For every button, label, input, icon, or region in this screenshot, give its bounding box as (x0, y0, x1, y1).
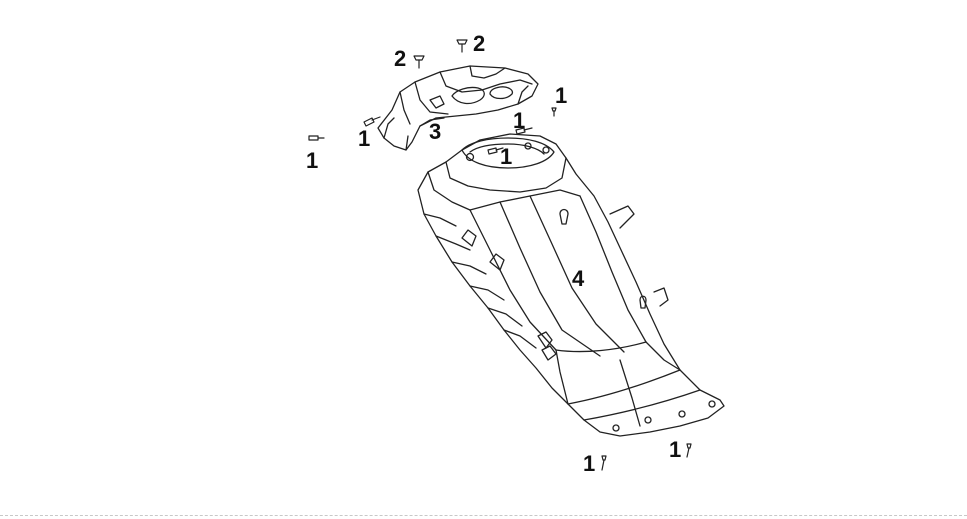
inner-fender-part (417, 133, 725, 437)
callout-1-collar-top: 1 (513, 108, 526, 133)
callout-1-left: 1 (306, 148, 319, 173)
callout-1-collar-inner: 1 (500, 144, 513, 169)
callout-2-right: 2 (473, 31, 486, 56)
callout-1-cover-left: 1 (358, 126, 371, 151)
callout-3: 3 (429, 119, 442, 144)
callout-2-left: 2 (394, 46, 407, 71)
bottom-divider (0, 515, 967, 516)
callout-4: 4 (572, 266, 585, 291)
callout-1-bottom-left: 1 (583, 451, 596, 476)
upper-cover-part (377, 65, 539, 151)
callout-1-cover-right: 1 (555, 83, 568, 108)
callout-1-bottom-right: 1 (669, 437, 682, 462)
fasteners (308, 39, 692, 471)
